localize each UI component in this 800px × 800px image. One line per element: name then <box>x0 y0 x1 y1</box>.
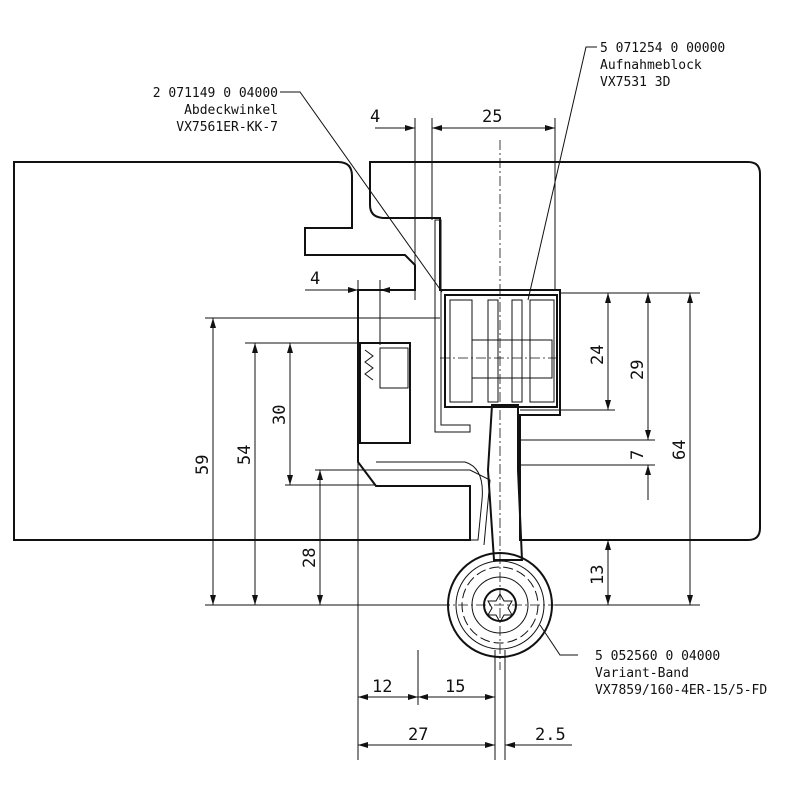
dim-leaf-30: 30 <box>270 405 290 425</box>
callout-part-no: 5 071254 0 00000 <box>600 41 725 56</box>
dim-frame-13: 13 <box>588 565 608 585</box>
mounting-block <box>440 294 560 408</box>
dim-bottom-2-5: 2.5 <box>535 725 566 745</box>
callout-type: VX7531 3D <box>600 75 671 90</box>
callout-part-no: 5 052560 0 04000 <box>595 649 720 664</box>
dim-block-24: 24 <box>588 345 608 365</box>
dim-top-gap: 4 <box>370 107 380 127</box>
callout-type: VX7561ER-KK-7 <box>176 120 278 135</box>
dim-bottom-12: 12 <box>372 677 392 697</box>
dim-leaf-28: 28 <box>300 548 320 568</box>
dim-bottom-15: 15 <box>445 677 465 697</box>
callout-name: Aufnahmeblock <box>600 58 702 73</box>
dim-leaf-59: 59 <box>193 455 213 475</box>
leaf-hinge-part <box>359 342 411 444</box>
dim-block-7: 7 <box>628 450 648 460</box>
leader-lines <box>280 46 597 656</box>
door-leaf <box>13 161 471 541</box>
callout-hinge: 5 052560 0 04000 Variant-Band VX7859/160… <box>595 649 767 698</box>
callout-name: Abdeckwinkel <box>184 103 278 118</box>
dim-bottom-27: 27 <box>408 725 428 745</box>
callout-cover-angle: 2 071149 0 04000 Abdeckwinkel VX7561ER-K… <box>153 86 278 135</box>
dim-block-29: 29 <box>628 360 648 380</box>
hinge-arm <box>360 404 524 561</box>
callout-type: VX7859/160-4ER-15/5-FD <box>595 683 767 698</box>
callout-mounting-block: 5 071254 0 00000 Aufnahmeblock VX7531 3D <box>600 41 725 90</box>
dimension-lines <box>210 125 693 748</box>
dim-top-depth: 25 <box>482 107 502 127</box>
dim-leaf-gap: 4 <box>310 269 320 289</box>
extension-lines <box>205 118 700 760</box>
hinge-knuckle <box>440 552 565 658</box>
callout-name: Variant-Band <box>595 666 689 681</box>
dim-leaf-54: 54 <box>235 445 255 465</box>
dim-block-64: 64 <box>670 440 690 460</box>
callout-part-no: 2 071149 0 04000 <box>153 86 278 101</box>
door-frame <box>369 161 761 541</box>
cover-angle <box>434 219 471 433</box>
